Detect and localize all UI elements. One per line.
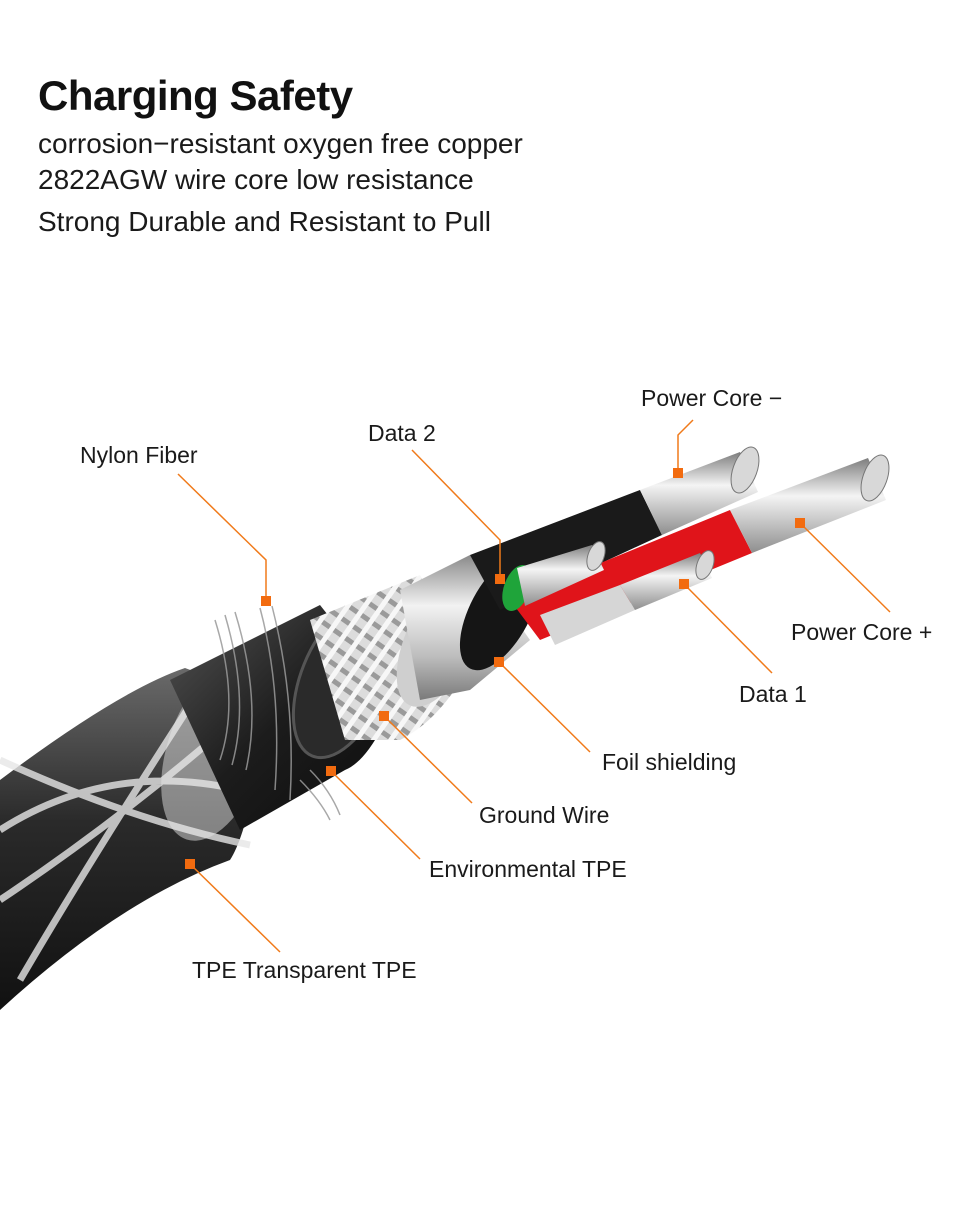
marker-foil-shielding [494, 657, 504, 667]
leader-power-core-minus [677, 419, 694, 473]
nylon-fiber-strands [214, 605, 341, 821]
data-2-wire [502, 541, 606, 611]
label-transparent-tpe: TPE Transparent TPE [192, 957, 417, 983]
data-1-wire [540, 550, 715, 645]
marker-ground-wire [379, 711, 389, 721]
marker-data-2 [495, 574, 505, 584]
subtitle-line-3: Strong Durable and Resistant to Pull [38, 206, 491, 237]
data-1-insulation [540, 585, 635, 645]
marker-environmental-tpe [326, 766, 336, 776]
label-environmental-tpe: Environmental TPE [429, 856, 627, 882]
label-ground-wire: Ground Wire [479, 802, 610, 828]
leader-nylon-fiber [177, 473, 267, 601]
marker-nylon-fiber [261, 596, 271, 606]
label-data-1: Data 1 [739, 681, 807, 707]
leader-lines [177, 419, 891, 953]
label-data-2: Data 2 [368, 420, 436, 446]
leader-power-core-plus [799, 522, 891, 613]
marker-squares [185, 468, 805, 869]
leader-data-2 [411, 449, 501, 579]
header: Charging Safety corrosion−resistant oxyg… [38, 72, 523, 240]
marker-transparent-tpe [185, 859, 195, 869]
label-foil-shielding: Foil shielding [602, 749, 737, 775]
leader-foil-shielding [498, 661, 591, 753]
marker-data-1 [679, 579, 689, 589]
page-title: Charging Safety [38, 72, 353, 119]
marker-power-core-minus [673, 468, 683, 478]
label-power-core-plus: Power Core + [791, 619, 933, 645]
label-power-core-minus: Power Core − [641, 385, 783, 411]
leader-ground-wire [383, 715, 473, 804]
subtitle-line-2: 2822AGW wire core low resistance [38, 164, 474, 195]
label-nylon-fiber: Nylon Fiber [80, 442, 198, 468]
leader-data-1 [683, 583, 773, 674]
leader-transparent-tpe [189, 863, 281, 953]
marker-power-core-plus [795, 518, 805, 528]
subtitle-line-1: corrosion−resistant oxygen free copper [38, 128, 523, 159]
leader-environmental-tpe [330, 770, 421, 860]
